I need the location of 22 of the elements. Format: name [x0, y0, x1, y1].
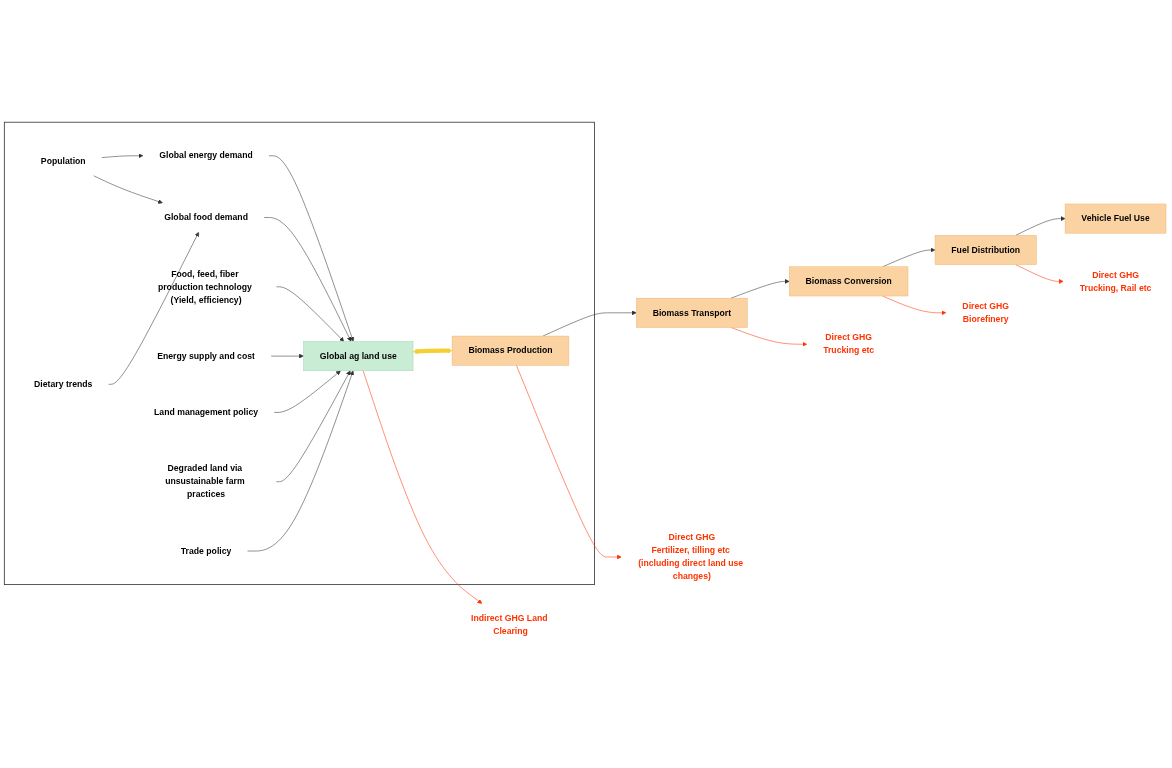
node-text: Trade policy — [180, 546, 232, 556]
node-text: Direct GHG Biorefinery — [962, 301, 1010, 324]
node-text: Degraded land via unsustainable farm practices — [165, 463, 245, 500]
node-text: Direct GHG Fertilizer, tilling etc (including direct land use changes) — [638, 532, 744, 581]
node-box: Fuel Distribution — [934, 235, 1037, 265]
node-text: Indirect GHG Land Clearing — [471, 613, 548, 636]
cluster — [3, 121, 595, 585]
node-text: Land management policy — [154, 407, 259, 417]
arrow — [413, 348, 453, 354]
node-box: Biomass Conversion — [789, 266, 909, 297]
node-text: Direct GHG Trucking etc — [823, 332, 875, 356]
node-box: Global ag land use — [303, 341, 414, 371]
node-text: Population — [40, 156, 86, 166]
node-text: Global food demand — [164, 212, 248, 222]
node-box: Vehicle Fuel Use — [1064, 203, 1167, 234]
node-box: Biomass Transport — [636, 297, 748, 328]
node-text: Direct GHG Trucking, Rail etc — [1079, 270, 1152, 293]
node-text: Energy supply and cost — [157, 351, 255, 361]
node-text: Food, feed, fiber production technology (Yield, efficiency) — [157, 268, 252, 305]
node-box: Biomass Production — [451, 335, 570, 366]
node-text: Dietary trends — [34, 379, 93, 389]
node-text: Global energy demand — [159, 150, 253, 161]
